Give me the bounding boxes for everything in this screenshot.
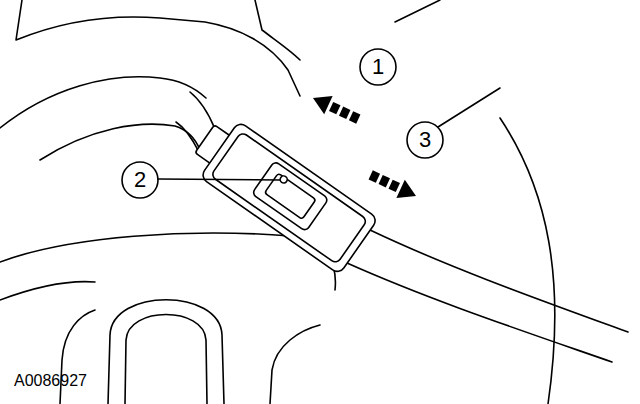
frame-outline xyxy=(270,325,320,404)
mount-boss xyxy=(108,300,224,404)
coupling-body xyxy=(200,121,378,274)
callout-number: 2 xyxy=(134,169,146,191)
leader-line xyxy=(438,88,500,127)
release-window xyxy=(252,161,329,232)
callout-circle xyxy=(122,162,158,198)
coupling-inner-edge xyxy=(211,132,368,265)
fuel-hose xyxy=(370,230,628,332)
fuel-tube xyxy=(190,92,215,129)
fuel-hose xyxy=(347,263,612,362)
callout-number: 3 xyxy=(419,129,431,151)
frame-outline xyxy=(0,282,95,300)
tube-bend-lower xyxy=(40,124,200,160)
leader-line xyxy=(158,179,280,180)
mount-hole xyxy=(125,315,207,404)
frame-outline xyxy=(60,310,95,404)
bracket-outline xyxy=(16,0,300,96)
callout-circle xyxy=(360,49,396,85)
quick-connect-coupling xyxy=(185,111,378,275)
frame-outline xyxy=(0,233,335,290)
direction-arrow xyxy=(366,166,420,205)
bracket-edge xyxy=(255,0,300,60)
frame-outline xyxy=(395,0,440,22)
callout-number: 1 xyxy=(372,56,384,78)
fuel-tube xyxy=(176,122,199,152)
tube-bend-upper xyxy=(0,77,206,128)
frame-outline xyxy=(500,118,555,404)
figure-id: A0086927 xyxy=(14,373,87,389)
direction-arrow xyxy=(309,89,363,128)
